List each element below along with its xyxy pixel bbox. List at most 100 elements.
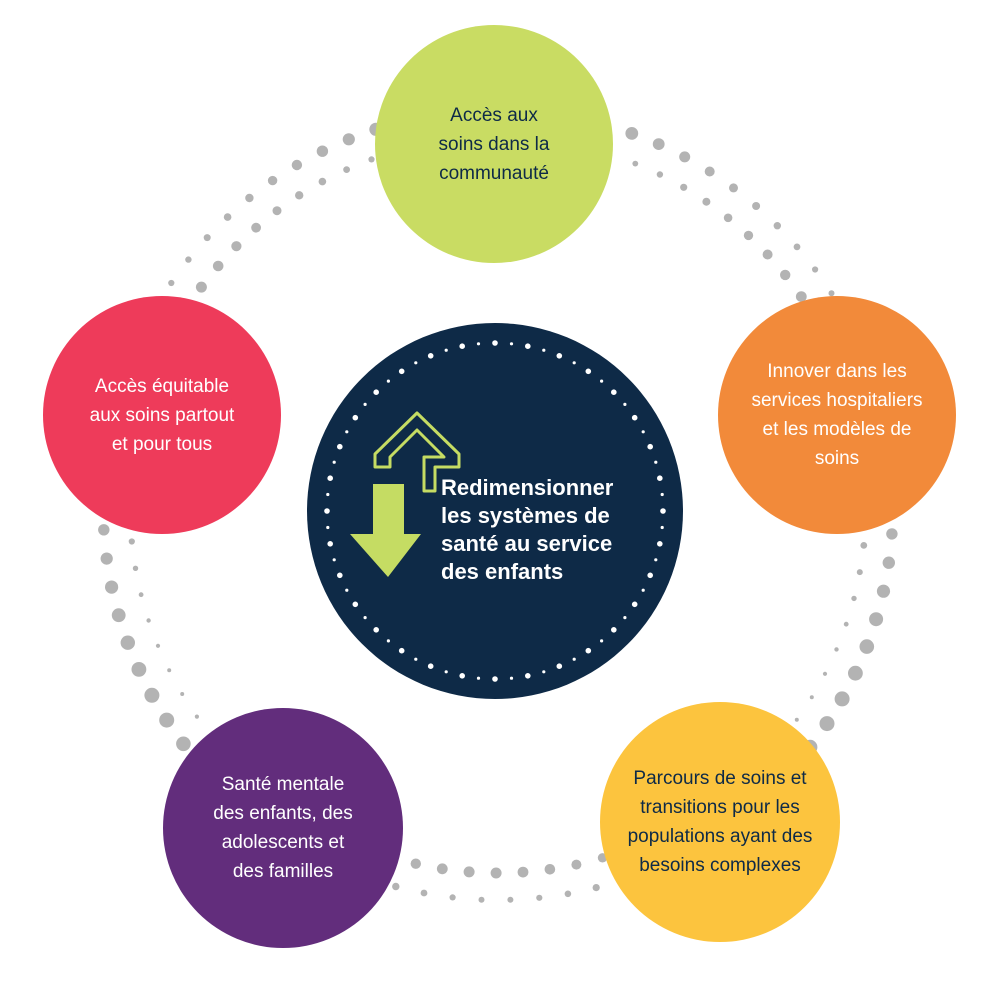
center-border-dot	[542, 348, 546, 352]
center-border-dot	[337, 443, 343, 450]
ring-dot	[571, 859, 582, 870]
center-border-dot	[657, 475, 663, 481]
node-pathways-line-1: Parcours de soins et	[633, 768, 807, 789]
node-equity-line-3: et pour tous	[111, 433, 213, 455]
center-border-dot	[525, 343, 531, 349]
center-border-dot	[476, 676, 481, 680]
center-border-dot	[427, 353, 434, 359]
ring-dot	[267, 175, 278, 186]
node-equity-line-1: Accès équitable	[94, 375, 230, 397]
center-title-line-3: santé au service	[441, 531, 613, 556]
ring-dot	[159, 712, 175, 728]
center-border-dot	[345, 430, 349, 434]
ring-dot	[146, 618, 151, 623]
ring-dot	[342, 133, 355, 146]
center-title-line-4: des enfants	[441, 559, 564, 584]
down-arrow-solid-icon	[350, 484, 421, 577]
ring-dot	[212, 260, 224, 272]
node-hospital-innovation: Innover dans les services hospitaliers e…	[718, 296, 956, 534]
node-equitable-access: Accès équitable aux soins partout et pou…	[43, 296, 281, 534]
center-border-dot	[641, 430, 645, 434]
center-border-dot	[459, 343, 465, 349]
center-border-dot	[444, 348, 448, 352]
ring-dot	[856, 569, 863, 576]
center-border-dot	[657, 541, 663, 547]
ring-dot	[680, 183, 688, 191]
ring-dot	[132, 565, 139, 571]
center-border-dot	[345, 588, 349, 592]
ring-dot	[843, 621, 849, 627]
center-border-dot	[654, 558, 658, 562]
ring-dot	[729, 183, 738, 193]
center-border-dot	[654, 460, 658, 464]
ring-dot	[780, 269, 791, 281]
center-border-dot	[556, 663, 563, 669]
ring-dot	[105, 580, 119, 594]
node-mental-line-4: des familles	[232, 861, 334, 882]
center-hub: Redimensionner les systèmes de santé au …	[307, 323, 683, 699]
ring-dot	[223, 213, 232, 221]
node-hospital-line-2: services hospitaliers	[751, 390, 923, 411]
center-border-dot	[556, 353, 563, 359]
up-arrow-outline-icon	[373, 411, 461, 493]
center-border-dot	[600, 639, 604, 643]
ring-dot	[702, 197, 711, 206]
node-hospital-line-3: et les modèles de	[762, 419, 912, 440]
ring-dot	[834, 691, 850, 707]
node-care-pathways: Parcours de soins et transitions pour le…	[600, 702, 840, 942]
center-border-dot	[647, 443, 653, 450]
ring-dot	[463, 866, 475, 878]
ring-dot	[851, 595, 857, 602]
center-title-line-2: les systèmes de	[441, 503, 610, 528]
node-community-line-1: Accès aux	[450, 104, 538, 126]
ring-dot	[848, 665, 863, 681]
center-border-dot	[611, 389, 617, 395]
center-border-dot	[332, 460, 336, 464]
center-border-dot	[660, 525, 664, 530]
up-down-arrows-icon	[350, 411, 461, 577]
ring-dot	[656, 171, 664, 178]
ring-dot	[859, 639, 875, 654]
ring-dot	[795, 291, 807, 302]
ring-dot	[860, 542, 868, 549]
center-border-dot	[641, 588, 645, 592]
center-border-dot	[373, 389, 379, 395]
ring-dot	[180, 692, 185, 696]
ring-dot	[272, 206, 282, 216]
ring-dot	[490, 867, 502, 879]
center-border-dot	[600, 379, 604, 383]
center-border-dot	[542, 670, 546, 674]
center-border-dot	[386, 379, 390, 383]
ring-dot	[295, 191, 304, 200]
ring-dot	[420, 889, 428, 897]
center-border-dot	[327, 475, 333, 481]
center-border-dot	[476, 342, 481, 346]
ring-dot	[167, 668, 172, 673]
node-community-line-3: communauté	[439, 162, 549, 184]
center-border-dot	[326, 492, 330, 497]
node-hospital-line-4: soins	[814, 448, 860, 469]
ring-dot	[794, 717, 799, 722]
center-border-dot	[509, 342, 514, 346]
center-hub-graphic	[324, 340, 666, 682]
ring-dot	[111, 608, 126, 623]
center-border-dot	[324, 508, 330, 514]
center-border-dot	[414, 361, 418, 365]
ring-dot	[185, 256, 192, 263]
ring-dot	[517, 866, 529, 878]
center-border-dot	[352, 601, 359, 608]
ring-dot	[819, 716, 835, 732]
ring-dot	[507, 896, 514, 903]
ring-dot	[809, 695, 814, 700]
ring-dot	[869, 612, 884, 627]
ring-dot	[392, 882, 400, 891]
node-pathways-line-2: transitions pour les	[640, 797, 800, 818]
ring-dot	[128, 538, 135, 545]
center-title-line-1: Redimensionner	[441, 475, 614, 500]
center-border-dot	[572, 657, 576, 661]
node-mental-health-label: Santé mentale des enfants, des adolescen…	[198, 770, 368, 886]
node-hospital-line-1: Innover dans les	[767, 361, 907, 382]
ring-dot	[120, 635, 135, 650]
ring-dot	[155, 643, 161, 648]
center-border-dot	[623, 616, 627, 620]
